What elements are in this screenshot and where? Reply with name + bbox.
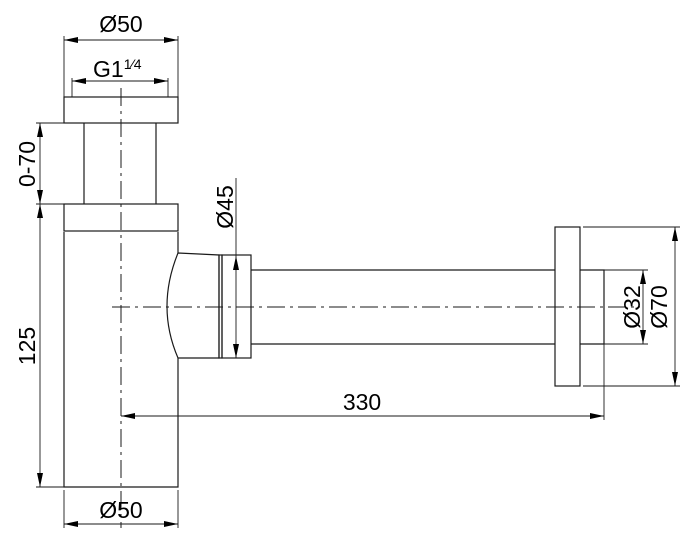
dim-label: Ø50: [99, 497, 142, 523]
dim-body-height: 125: [14, 204, 64, 488]
trap-body: [63, 96, 605, 488]
dim-label: 0-70: [14, 141, 40, 187]
dim-bottom-diameter: Ø50: [63, 490, 179, 528]
dim-outlet-diameter: Ø45: [212, 178, 239, 358]
dim-label: G11⁄4: [93, 56, 142, 82]
dim-label: Ø32: [619, 285, 645, 328]
dim-label: Ø45: [212, 185, 238, 228]
dim-label: 125: [14, 327, 40, 365]
pipe-stub: [580, 269, 605, 345]
dim-label: Ø50: [99, 11, 142, 37]
dim-height-adjust: 0-70: [14, 122, 64, 205]
nut-ring: [221, 254, 252, 359]
dim-length: 330: [121, 344, 605, 420]
dim-label: 330: [343, 389, 381, 415]
elbow-nozzle: [166, 252, 220, 359]
dim-pipe-diameter: Ø32: [604, 269, 648, 345]
top-cap: [63, 96, 179, 124]
body-cylinder: [63, 232, 179, 488]
dim-top-diameter: Ø50: [63, 11, 179, 97]
dim-thread: G11⁄4: [71, 56, 169, 97]
dim-label: Ø70: [646, 285, 672, 328]
wall-flange: [554, 226, 581, 387]
outlet-pipe: [251, 269, 555, 345]
dim-flange-diameter: Ø70: [583, 226, 680, 387]
